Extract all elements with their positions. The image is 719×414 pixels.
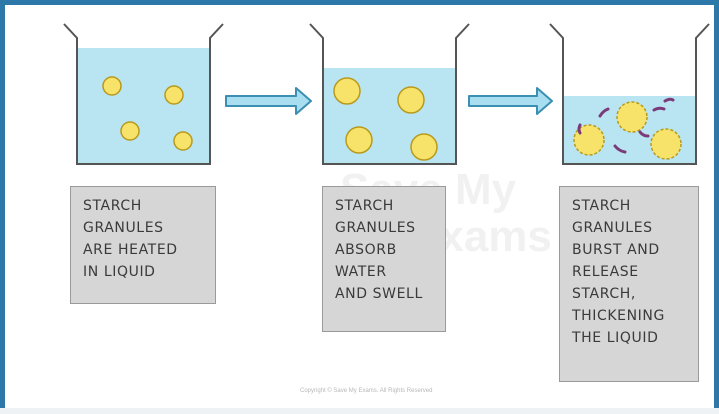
burst-granule — [650, 128, 682, 160]
arrow-2 — [468, 87, 553, 115]
arrow-1 — [225, 87, 312, 115]
beaker-3 — [549, 23, 710, 165]
granule — [345, 126, 373, 154]
granule — [164, 85, 184, 105]
beaker-2-granules — [333, 77, 438, 161]
beaker-3-outline — [549, 23, 710, 165]
granule — [397, 86, 425, 114]
granule — [410, 133, 438, 161]
beaker-3-burst-granules — [573, 101, 682, 160]
stage-3-caption: STARCH GRANULES BURST AND RELEASE STARCH… — [559, 186, 699, 382]
stage-1-caption: STARCH GRANULES ARE HEATED IN LIQUID — [70, 186, 216, 304]
starch-strand — [638, 130, 650, 138]
beaker-1-outline — [63, 23, 224, 165]
beaker-2-outline — [309, 23, 470, 165]
starch-strand — [663, 97, 675, 103]
starch-strand — [652, 106, 666, 112]
beaker-2 — [309, 23, 470, 165]
granule — [333, 77, 361, 105]
burst-granule — [616, 101, 648, 133]
starch-strand — [598, 107, 610, 118]
copyright-footer: Copyright © Save My Exams. All Rights Re… — [300, 388, 433, 394]
beaker-1-granules — [102, 76, 193, 151]
starch-strand — [613, 144, 627, 154]
granule — [173, 131, 193, 151]
beaker-1 — [63, 23, 224, 165]
stage-2-caption: STARCH GRANULES ABSORB WATER AND SWELL — [322, 186, 446, 332]
burst-granule — [573, 124, 605, 156]
granule — [120, 121, 140, 141]
bottom-strip — [0, 408, 719, 414]
starch-strands — [577, 97, 675, 154]
granule — [102, 76, 122, 96]
starch-strand — [577, 123, 582, 135]
